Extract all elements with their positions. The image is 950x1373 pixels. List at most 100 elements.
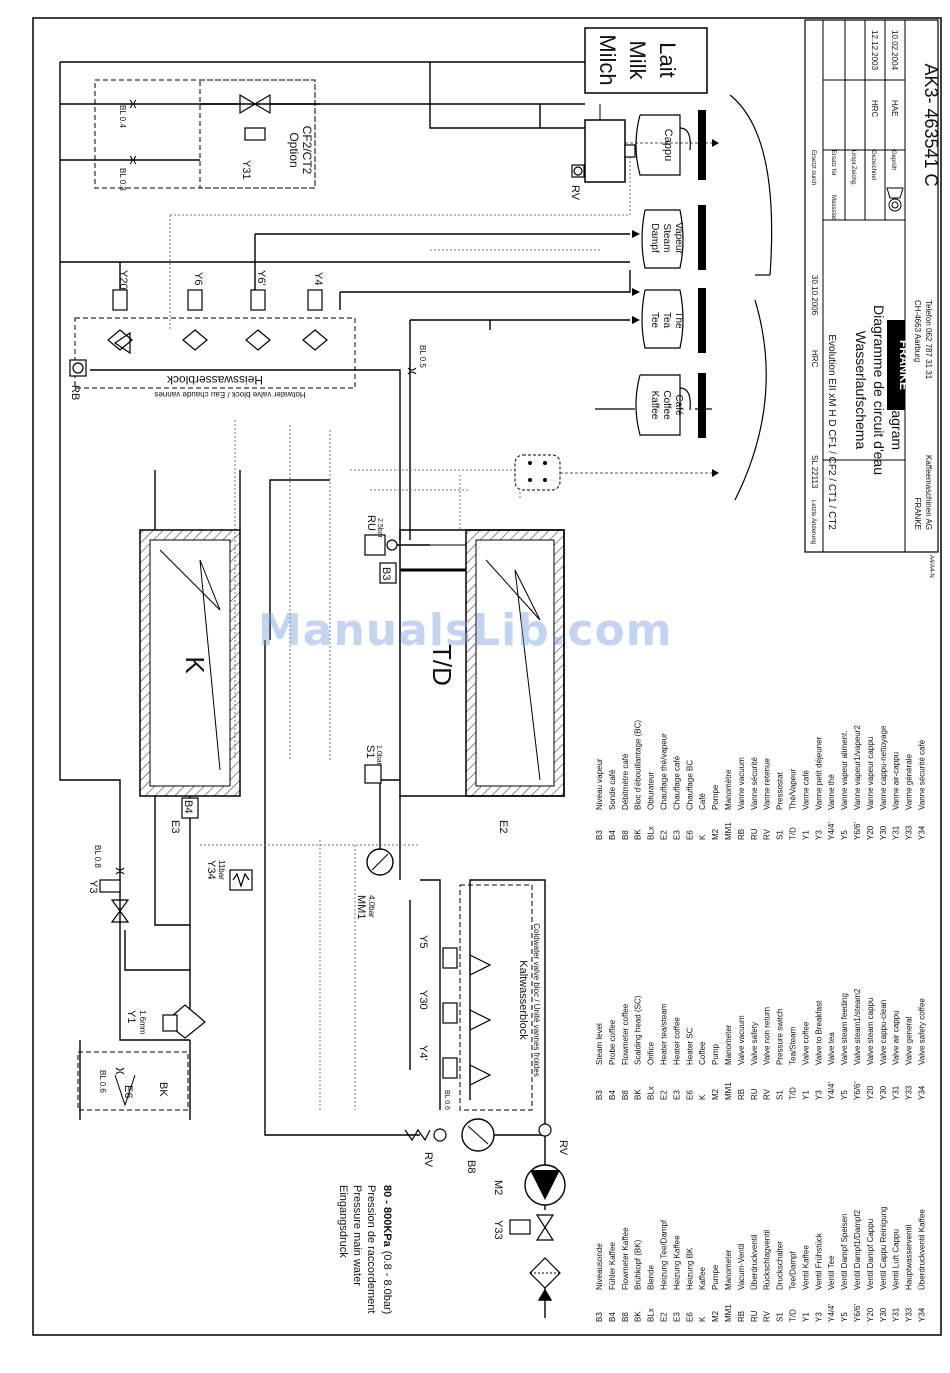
legend-description: Tee/Dampf <box>789 1251 798 1290</box>
label-y1-note: 1.6mm <box>138 1010 147 1035</box>
milk-label-3: Lait <box>655 42 680 77</box>
boiler-td-label: T/D <box>427 644 457 686</box>
coffee-label-3: Café <box>673 394 684 416</box>
legend-description: Rückschlagventil <box>763 1230 772 1290</box>
legend-description: Druckschalter <box>776 1241 785 1290</box>
label-bl05: BL 0.5 <box>418 345 427 368</box>
legend-description: Heizung Kaffee <box>672 1235 681 1290</box>
legend-code: E6 <box>685 1090 694 1100</box>
legend-description: Vanne sécurité café <box>918 739 927 810</box>
tb-row-3: Urspr.Zeichg. <box>850 150 856 186</box>
label-rv-bottom: RV <box>422 1152 434 1168</box>
legend-description: Chauffage BC <box>685 760 694 810</box>
component-labels: Y31 BL 0.4 BL 0.3 Y20 Y6 Y6' Y4 RB BL 0.… <box>69 105 581 1240</box>
cappu-unit <box>584 27 708 183</box>
legend-code: T/D <box>789 1309 798 1322</box>
legend-code: B8 <box>621 1312 630 1322</box>
legend-code: RB <box>737 1311 746 1322</box>
legend-code: RU <box>750 1088 759 1100</box>
label-b8: B8 <box>465 1160 477 1173</box>
tb-checked-date: 10.02.2004 <box>890 30 899 71</box>
tb-massstab: Massstab <box>830 195 836 221</box>
outlet-dashed-arrows <box>560 142 712 474</box>
legend-code: Y20 <box>866 1085 875 1100</box>
legend-code: Y33 <box>905 1307 914 1322</box>
steam-label-2: Steam <box>661 224 672 253</box>
label-bl03: BL 0.3 <box>118 168 127 191</box>
coldwater-block-subtitle: Coldwater valve bloc / Unité vannes froi… <box>532 923 541 1076</box>
projection-symbol-icon <box>886 187 904 212</box>
inlet-label-en: Pressure main water <box>351 1185 363 1286</box>
legend-description: Valve tea <box>827 1032 836 1065</box>
legend-description: Vanne air-cappu <box>892 752 901 810</box>
legend-description: Valve steam cappu <box>866 998 875 1065</box>
legend-description: Valve cappu-clean <box>879 1000 888 1065</box>
legend-description: Heizung BK <box>685 1247 694 1290</box>
inlet-range: 80 - 800KPa(0.8 - 8.0bar) <box>381 1185 393 1314</box>
tb-checked-by: HAE <box>890 100 899 116</box>
legend-code: Y5 <box>840 1312 849 1322</box>
legend-code: E2 <box>660 830 669 840</box>
inlet-range-rest: (0.8 - 8.0bar) <box>381 1251 393 1315</box>
drawing-number: AK3- 463541 C <box>921 63 941 186</box>
legend-code: Y6/6' <box>853 1304 862 1322</box>
dotted-connector <box>514 454 561 491</box>
legend-description: Heater tea/steam <box>660 1003 669 1065</box>
tb-drawn-date: 12.12.2003 <box>870 30 879 71</box>
legend-code: S1 <box>776 830 785 840</box>
legend-code: BK <box>634 1089 643 1100</box>
brewing-head-block <box>77 1051 189 1111</box>
tb-sl: SL 22113 <box>810 455 819 489</box>
coldwater-block-title: Kaltwasserblock <box>517 960 529 1040</box>
legend-description: Orifice <box>647 1041 656 1065</box>
legend-code: Y34 <box>918 1085 927 1100</box>
legend-description: Valve steam feeding <box>840 993 849 1065</box>
legend-code: T/D <box>789 827 798 840</box>
label-y33: Y33 <box>492 1220 504 1240</box>
label-mm1-note: 4.0bar <box>367 895 376 918</box>
legend-code: S1 <box>776 1312 785 1322</box>
legend-code: Y30 <box>879 1085 888 1100</box>
legend-description: Manometer <box>724 1249 733 1290</box>
inlet-pressure-text: Eingangsdruck Pressure main water Pressi… <box>337 1185 393 1314</box>
legend-description: Pumpe <box>711 1264 720 1290</box>
legend-description: Bloc d'ébouillantage (BC) <box>634 720 643 810</box>
label-y3: Y3 <box>87 880 99 893</box>
inlet-line <box>537 1288 553 1318</box>
coffee-label-1: Kaffee <box>649 391 660 420</box>
label-y6: Y6 <box>192 272 204 285</box>
sheet-border <box>32 17 942 1336</box>
legend-code: K <box>698 1316 707 1322</box>
inlet-filter <box>529 1257 561 1289</box>
label-y30: Y30 <box>417 990 429 1010</box>
legend-description: Valve to Breakfast <box>814 1000 823 1065</box>
legend-code: RV <box>763 1310 772 1322</box>
legend-description: Probe coffee <box>608 1019 617 1065</box>
legend-code: Y31 <box>892 825 901 840</box>
label-y4: Y4 <box>312 272 324 285</box>
legend-code: MM1 <box>724 1304 733 1322</box>
legend-description: Niveausonde <box>595 1243 604 1290</box>
title-block: Ersetzt durch Ersatz für Urspr.Zeichg. G… <box>804 19 941 578</box>
legend-description: Sonde café <box>608 769 617 810</box>
tb-row-5: Geprüft <box>890 150 896 170</box>
label-y34: Y34 <box>205 860 217 880</box>
legend-description: Tea/Steam <box>789 1026 798 1065</box>
legend-description: Vanne vapeur1/vapeur2 <box>853 725 862 810</box>
steam-label-3: Vapeur <box>673 222 684 254</box>
legend-code: RU <box>750 1310 759 1322</box>
legend-code: Y20 <box>866 1307 875 1322</box>
legend-code: RB <box>737 829 746 840</box>
coffee-label-2: Coffee <box>661 390 672 420</box>
legend-code: Y4/4' <box>827 822 836 840</box>
legend-description: Valve steam1/steam2 <box>853 988 862 1065</box>
boiler-coffee: K <box>139 529 241 797</box>
label-y34-note: 11bar <box>217 860 226 880</box>
legend-description: Vanne petit déjeuner <box>814 736 823 810</box>
legend-code: RB <box>737 1089 746 1100</box>
legend-description: Valve coffee <box>801 1021 810 1065</box>
legend-description: Vanne vapeur aliment. <box>840 731 849 810</box>
sensors <box>181 534 398 891</box>
label-b3: B3 <box>380 567 392 580</box>
